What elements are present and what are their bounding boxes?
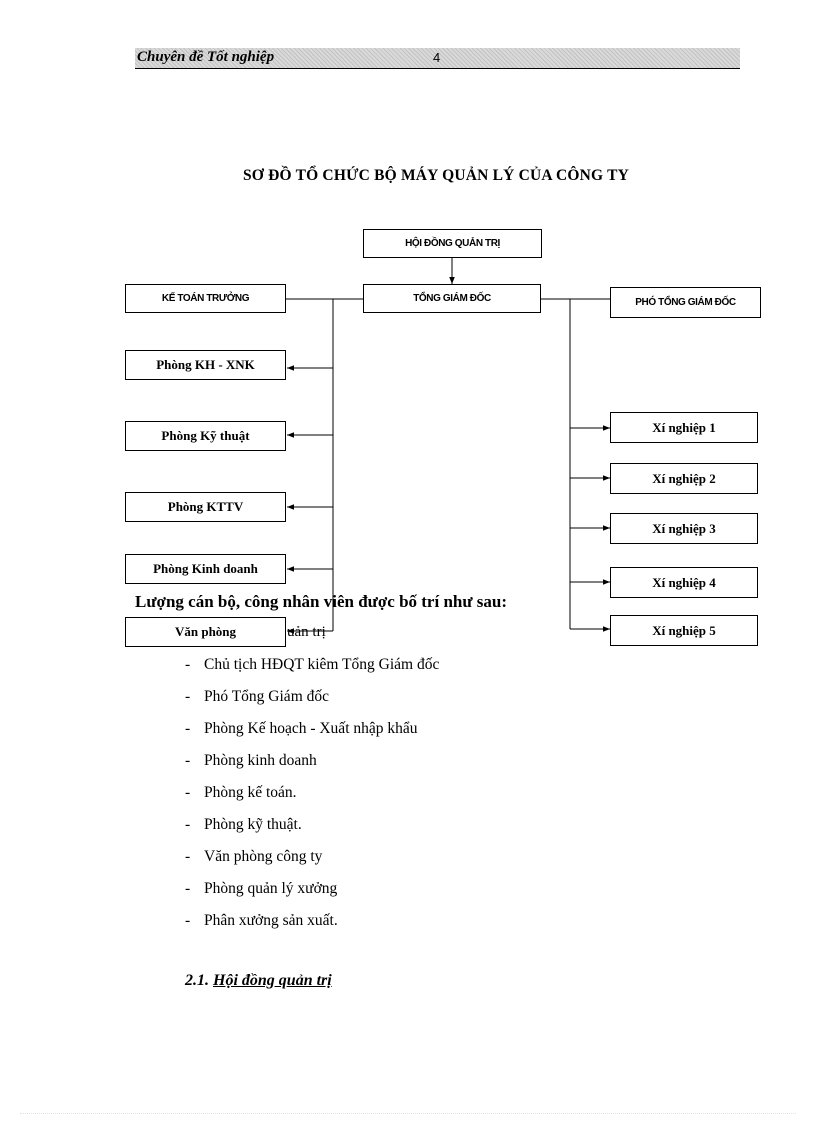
staff-list: -Chủ tịch HĐQT kiêm Tổng Giám đốc -Phó T… [185, 656, 439, 944]
org-box-factory: Xí nghiệp 3 [610, 513, 758, 544]
page-number: 4 [433, 50, 441, 65]
org-box-deputy-ceo: PHÓ TỔNG GIÁM ĐỐC [610, 287, 761, 318]
org-box-factory: Xí nghiệp 2 [610, 463, 758, 494]
list-item: -Văn phòng công ty [185, 848, 323, 865]
list-item: -Phó Tổng Giám đốc [185, 688, 329, 705]
list-item: -Phòng kinh doanh [185, 752, 317, 769]
org-box-board: HỘI ĐỒNG QUẢN TRỊ [363, 229, 542, 258]
org-box-department: Phòng Kinh doanh [125, 554, 286, 584]
list-item: -Phòng Kế hoạch - Xuất nhập khẩu [185, 720, 418, 737]
org-box-chief-accountant: KẾ TOÁN TRƯỞNG [125, 284, 286, 313]
list-item: -Chủ tịch HĐQT kiêm Tổng Giám đốc [185, 656, 440, 673]
org-box-department: Phòng KTTV [125, 492, 286, 522]
header-title: Chuyên đề Tốt nghiệp [137, 49, 275, 65]
page-header: Chuyên đề Tốt nghiệp 4 [135, 48, 740, 69]
list-item: -Phòng quản lý xưởng [185, 880, 338, 897]
org-box-department: Văn phòng [125, 617, 286, 647]
section-title: Hội đồng quản trị [213, 972, 332, 989]
overlapped-text: uản trị [287, 624, 326, 640]
chart-title: SƠ ĐỒ TỔ CHỨC BỘ MÁY QUẢN LÝ CỦA CÔNG TY [242, 167, 630, 184]
intro-text: Lượng cán bộ, công nhân viên được bố trí… [135, 592, 508, 611]
list-item: -Phân xưởng sản xuất. [185, 912, 338, 929]
org-box-factory: Xí nghiệp 4 [610, 567, 758, 598]
org-box-factory: Xí nghiệp 1 [610, 412, 758, 443]
footer-divider [20, 1113, 796, 1114]
org-box-department: Phòng Kỹ thuật [125, 421, 286, 451]
org-box-factory: Xí nghiệp 5 [610, 615, 758, 646]
list-item: -Phòng kỹ thuật. [185, 816, 302, 833]
section-number: 2.1. [185, 972, 209, 989]
list-item: -Phòng kế toán. [185, 784, 297, 801]
org-box-department: Phòng KH - XNK [125, 350, 286, 380]
org-box-ceo: TỔNG GIÁM ĐỐC [363, 284, 541, 313]
section-heading: 2.1. Hội đồng quản trị [185, 972, 332, 990]
